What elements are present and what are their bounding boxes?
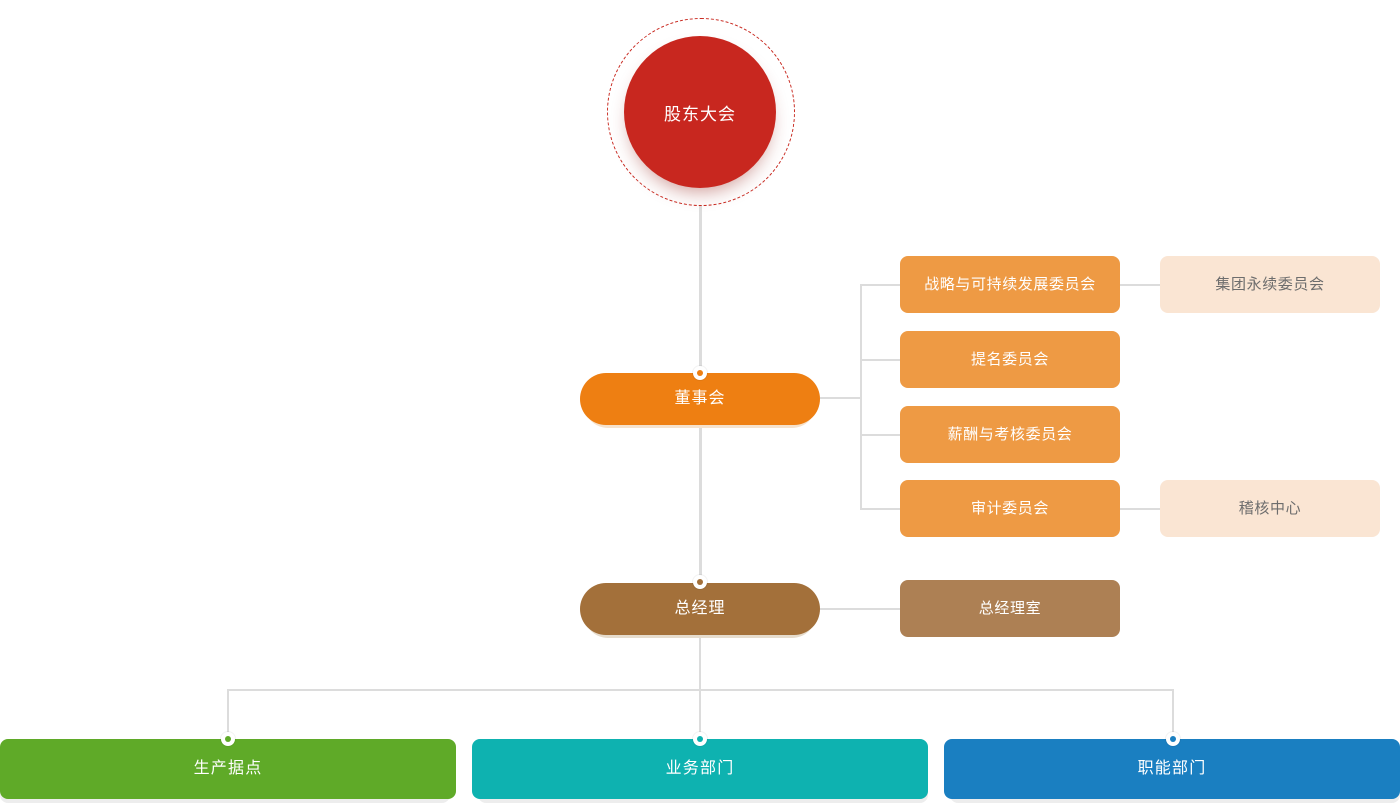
node-committee-0-sub[interactable]: 集团永续委员会 <box>1160 256 1380 313</box>
shareholders-dashed-ring <box>607 18 795 206</box>
business-connector-dot <box>693 732 707 746</box>
committee-branch-3 <box>860 434 902 436</box>
node-committee-0-sub-label: 集团永续委员会 <box>1215 275 1325 293</box>
department-bus <box>228 689 1174 691</box>
node-general-manager-office[interactable]: 总经理室 <box>900 580 1120 637</box>
functional-connector-dot-core <box>1170 736 1176 742</box>
node-board-label: 董事会 <box>674 390 726 408</box>
node-committee-3[interactable]: 审计委员会 <box>900 480 1120 537</box>
connector-manager-to-bus <box>699 638 701 690</box>
production-connector-dot-core <box>225 736 231 742</box>
connector-strategy-to-sustainability <box>1118 284 1160 286</box>
node-shareholders-label: 股东大会 <box>664 104 736 124</box>
node-department-business[interactable]: 业务部门 <box>472 739 928 799</box>
node-board[interactable]: 董事会 <box>580 373 820 425</box>
board-connector-dot-core <box>697 370 703 376</box>
connector-audit-to-audit-center <box>1118 508 1160 510</box>
functional-connector-dot <box>1166 732 1180 746</box>
node-department-production-label: 生产据点 <box>193 760 263 778</box>
node-committee-2[interactable]: 薪酬与考核委员会 <box>900 406 1120 463</box>
node-committee-0[interactable]: 战略与可持续发展委员会 <box>900 256 1120 313</box>
committee-trunk <box>860 284 862 510</box>
node-committee-0-label: 战略与可持续发展委员会 <box>924 275 1096 293</box>
node-department-functional[interactable]: 职能部门 <box>944 739 1400 799</box>
node-committee-3-sub-label: 稽核中心 <box>1238 499 1302 517</box>
node-committee-3-label: 审计委员会 <box>970 499 1049 517</box>
node-department-production[interactable]: 生产据点 <box>0 739 456 799</box>
node-department-business-label: 业务部门 <box>665 760 735 778</box>
connector-board-to-manager <box>699 420 702 585</box>
manager-connector-dot-core <box>697 579 703 585</box>
committee-branch-1 <box>860 284 902 286</box>
board-connector-dot <box>693 366 707 380</box>
committee-branch-2 <box>860 359 902 361</box>
node-committee-1[interactable]: 提名委员会 <box>900 331 1120 388</box>
node-committee-3-sub[interactable]: 稽核中心 <box>1160 480 1380 537</box>
committee-branch-4 <box>860 508 902 510</box>
node-general-manager[interactable]: 总经理 <box>580 583 820 635</box>
node-shareholders[interactable]: 股东大会 <box>624 36 776 188</box>
node-committee-1-label: 提名委员会 <box>970 350 1049 368</box>
node-committee-2-label: 薪酬与考核委员会 <box>947 425 1073 443</box>
connector-bus-to-functional <box>1172 689 1174 739</box>
connector-manager-to-office <box>820 608 902 610</box>
connector-board-to-committee-trunk <box>820 397 862 399</box>
connector-bus-to-business <box>699 689 701 739</box>
node-department-functional-label: 职能部门 <box>1137 760 1207 778</box>
node-general-manager-label: 总经理 <box>674 600 726 618</box>
node-general-manager-office-label: 总经理室 <box>978 599 1042 617</box>
production-connector-dot <box>221 732 235 746</box>
business-connector-dot-core <box>697 736 703 742</box>
connector-shareholders-to-board <box>699 205 702 377</box>
manager-connector-dot <box>693 575 707 589</box>
connector-bus-to-production <box>227 689 229 739</box>
